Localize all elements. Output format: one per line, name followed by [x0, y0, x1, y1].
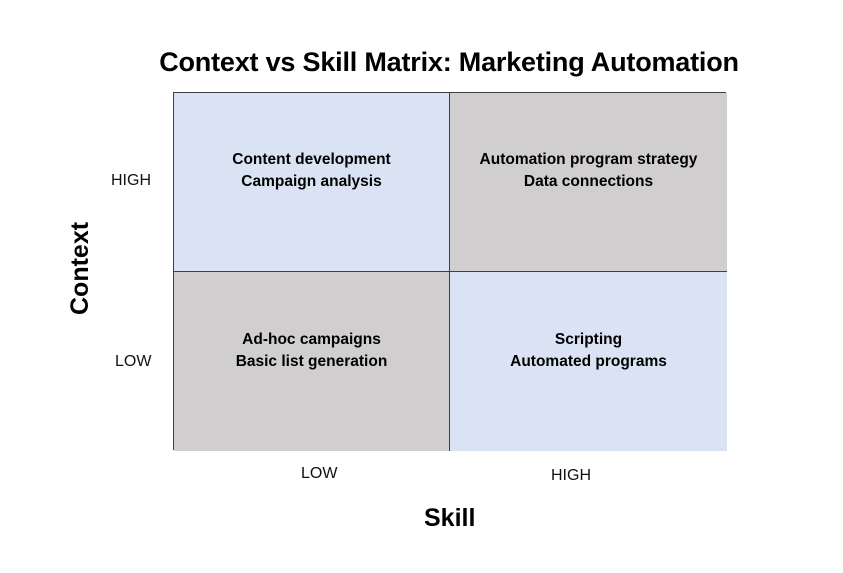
quadrant-line: Automated programs	[510, 352, 667, 370]
quadrant-high-context-high-skill: Automation program strategy Data connect…	[450, 93, 727, 272]
x-tick-high: HIGH	[551, 467, 591, 484]
quadrant-line: Content development	[232, 151, 391, 168]
y-tick-high: HIGH	[111, 172, 151, 189]
matrix-grid: Content development Campaign analysis Au…	[173, 92, 727, 451]
quadrant-line: Data connections	[523, 173, 654, 190]
quadrant-line: Basic list generation	[235, 352, 388, 370]
quadrant-line: Campaign analysis	[241, 173, 382, 190]
quadrant-low-context-high-skill: Scripting Automated programs	[450, 272, 727, 451]
quadrant-line: Ad-hoc campaigns	[242, 330, 381, 348]
matrix-title: Context vs Skill Matrix: Marketing Autom…	[159, 47, 739, 77]
y-tick-low: LOW	[115, 353, 152, 370]
quadrant-high-context-low-skill: Content development Campaign analysis	[174, 93, 450, 272]
x-tick-low: LOW	[301, 465, 338, 482]
x-axis-label: Skill	[424, 504, 476, 532]
quadrant-low-context-low-skill: Ad-hoc campaigns Basic list generation	[174, 272, 450, 451]
quadrant-line: Automation program strategy	[479, 151, 698, 168]
quadrant-line: Scripting	[554, 330, 623, 348]
y-axis-label: Context	[66, 221, 94, 315]
